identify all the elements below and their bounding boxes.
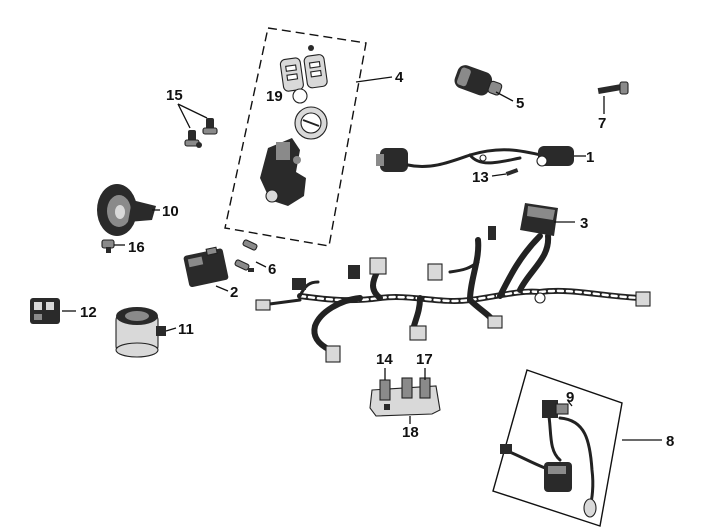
label-2: 2: [230, 284, 238, 301]
wiring-harness-part-3: [255, 203, 651, 363]
label-11: 11: [178, 321, 194, 338]
label-18: 18: [402, 424, 419, 441]
leader-13: [491, 173, 507, 177]
label-3: 3: [580, 215, 588, 232]
label-19: 19: [266, 88, 283, 105]
label-13: 13: [472, 169, 489, 186]
label-1: 1: [586, 149, 594, 166]
label-10: 10: [162, 203, 179, 220]
label-16: 16: [128, 239, 145, 256]
bolt-part-16: [101, 239, 115, 253]
label-7: 7: [598, 115, 606, 132]
screw-part-13: [505, 168, 519, 176]
label-8: 8: [666, 433, 674, 450]
socket-part: [454, 65, 503, 96]
battery-cable-set-part-8: [492, 369, 623, 527]
bolts-part-15: [184, 118, 218, 148]
label-5: 5: [516, 95, 524, 112]
label-14: 14: [376, 351, 393, 368]
ignition-switch-set: [224, 27, 367, 247]
leader-6: [255, 261, 267, 268]
connector-part-12: [30, 298, 60, 324]
label-17: 17: [416, 351, 433, 368]
leader-5: [495, 91, 514, 102]
leader-15a: [177, 103, 191, 129]
label-9: 9: [566, 389, 574, 406]
leader-9: [567, 400, 573, 407]
leader-4: [355, 76, 393, 83]
bolts-part-6: [234, 239, 258, 272]
sensor-cable-part-1: [376, 146, 574, 172]
screw-part-7: [597, 81, 629, 95]
label-12: 12: [80, 304, 97, 321]
leader-2: [215, 285, 229, 292]
leader-11: [165, 327, 177, 332]
label-15: 15: [166, 87, 183, 104]
label-4: 4: [395, 69, 404, 86]
cylinder-part-11: [115, 307, 166, 358]
leader-15b: [177, 103, 208, 119]
horn-part-10: [97, 184, 156, 236]
relay-part-2: [183, 246, 229, 288]
bracket-part-14-17-18: [369, 377, 441, 417]
label-6: 6: [268, 261, 276, 278]
part-labels: 1 2 3 4 5 6 7 8 9 10 11 12 13 14 15 16 1…: [80, 69, 674, 450]
